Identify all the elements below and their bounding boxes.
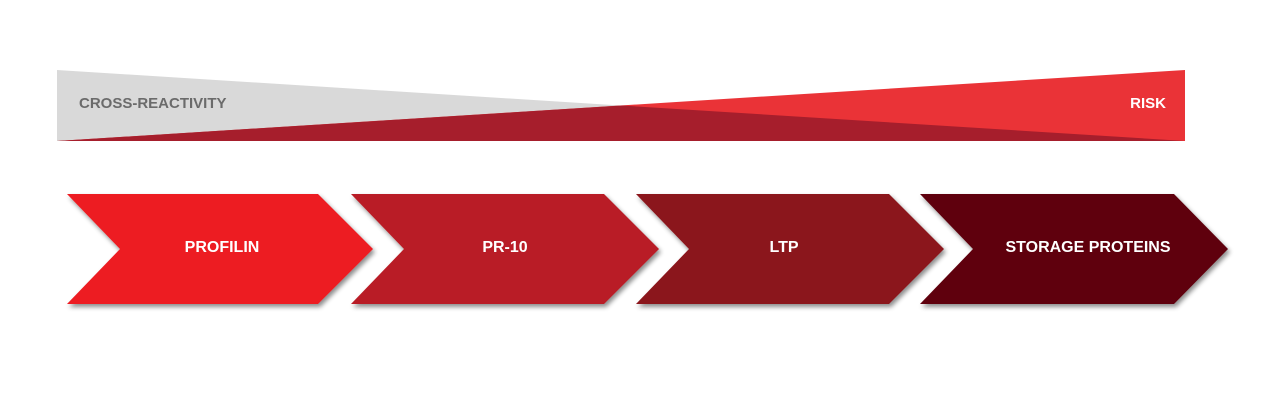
gradient-bar: CROSS-REACTIVITY RISK bbox=[57, 70, 1185, 141]
cross-reactivity-label: CROSS-REACTIVITY bbox=[79, 95, 227, 112]
stage-label-profilin: PROFILIN bbox=[185, 239, 260, 256]
overlap-wedge bbox=[57, 105, 1185, 141]
stage-label-storage-proteins: STORAGE PROTEINS bbox=[1005, 239, 1170, 256]
risk-label: RISK bbox=[1130, 95, 1166, 112]
stage-label-ltp: LTP bbox=[769, 239, 798, 256]
chevron-ltp bbox=[636, 194, 944, 304]
stage-labels: PROFILIN PR-10 LTP STORAGE PROTEINS bbox=[185, 239, 1171, 256]
stage-chevrons bbox=[67, 194, 1228, 304]
chevron-profilin bbox=[67, 194, 373, 304]
stage-label-pr-10: PR-10 bbox=[482, 239, 527, 256]
chevron-pr-10 bbox=[351, 194, 659, 304]
chevron-storage-proteins bbox=[920, 194, 1228, 304]
